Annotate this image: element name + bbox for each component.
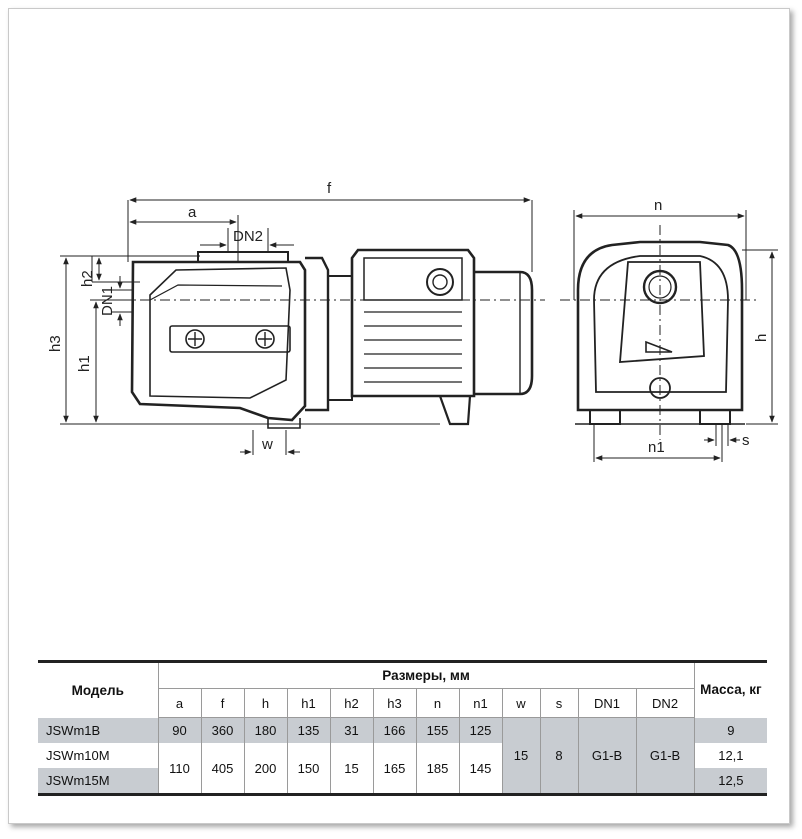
cell-n1: 125 <box>458 717 503 743</box>
label-dn1: DN1 <box>99 286 116 316</box>
cell-mass: 12,5 <box>693 768 768 796</box>
label-n: n <box>654 197 662 214</box>
row-model: JSWm1B <box>38 717 159 743</box>
col-h2: h2 <box>329 688 374 718</box>
cell-h: 200 <box>243 743 288 796</box>
cell-mass: 12,1 <box>693 743 768 768</box>
label-a: a <box>188 204 197 221</box>
col-h3: h3 <box>372 688 417 718</box>
cell-a: 90 <box>157 717 202 743</box>
cell-dn2: G1-B <box>635 717 695 796</box>
pump-drawing: f a DN2 h2 DN1 h3 h1 w n h n1 s <box>47 180 778 462</box>
cell-f: 360 <box>200 717 245 743</box>
cell-h3: 166 <box>372 717 417 743</box>
cell-h2: 15 <box>329 743 374 796</box>
cell-mass: 9 <box>693 717 768 743</box>
side-dimensions <box>60 197 533 455</box>
label-w: w <box>261 436 273 453</box>
cell-n1: 145 <box>458 743 503 796</box>
col-a: a <box>157 688 202 718</box>
header-dimensions: Размеры, мм <box>157 660 695 689</box>
col-w: w <box>501 688 541 718</box>
header-model: Модель <box>38 660 159 718</box>
label-dn2: DN2 <box>233 228 263 245</box>
cell-h1: 150 <box>286 743 331 796</box>
cell-h3: 165 <box>372 743 417 796</box>
spec-table: Модель Размеры, мм Масса, кг a f h h1 h2… <box>38 660 768 796</box>
cell-n: 185 <box>415 743 460 796</box>
label-s: s <box>742 432 750 449</box>
cell-h: 180 <box>243 717 288 743</box>
front-dimensions <box>573 210 778 462</box>
cell-a: 110 <box>157 743 202 796</box>
row-model: JSWm15M <box>38 768 159 796</box>
label-f: f <box>327 180 332 197</box>
col-dn1: DN1 <box>577 688 637 718</box>
cell-h1: 135 <box>286 717 331 743</box>
cell-f: 405 <box>200 743 245 796</box>
col-s: s <box>539 688 579 718</box>
cell-s: 8 <box>539 717 579 796</box>
col-n1: n1 <box>458 688 503 718</box>
table-row: JSWm15M 12,5 <box>38 768 768 796</box>
col-h1: h1 <box>286 688 331 718</box>
header-mass: Масса, кг <box>693 660 768 718</box>
row-model: JSWm10M <box>38 743 159 768</box>
label-h: h <box>753 334 770 342</box>
side-view <box>120 248 545 429</box>
cell-w: 15 <box>501 717 541 796</box>
cell-h2: 31 <box>329 717 374 743</box>
cell-dn1: G1-B <box>577 717 637 796</box>
col-h: h <box>243 688 288 718</box>
label-n1: n1 <box>648 439 665 456</box>
label-h2: h2 <box>79 270 96 287</box>
label-h1: h1 <box>76 355 93 372</box>
cell-n: 155 <box>415 717 460 743</box>
label-h3: h3 <box>47 335 64 352</box>
col-dn2: DN2 <box>635 688 695 718</box>
col-f: f <box>200 688 245 718</box>
col-n: n <box>415 688 460 718</box>
table-row: JSWm1B 90 360 180 135 31 166 155 125 15 … <box>38 717 768 796</box>
table-row: JSWm10M 110 405 200 150 15 165 185 145 1… <box>38 743 768 796</box>
front-view <box>560 225 760 440</box>
